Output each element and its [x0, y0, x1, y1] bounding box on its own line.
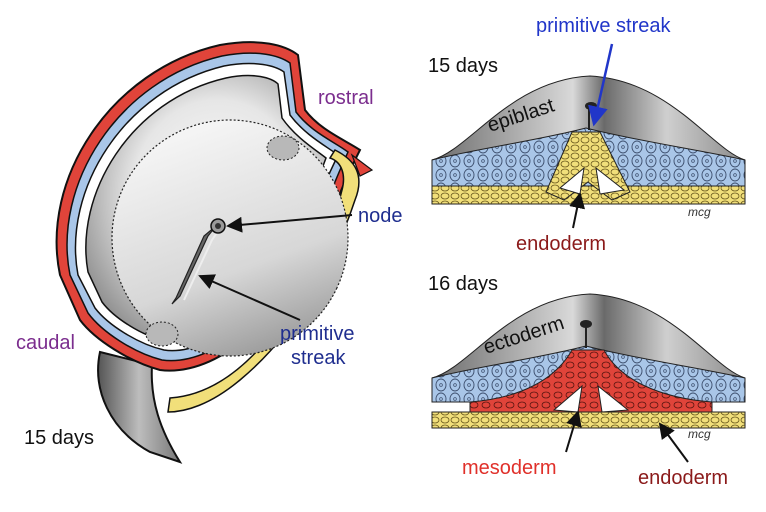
hypoblast-layer: [431, 185, 746, 205]
primitive-streak-groove: [171, 225, 217, 305]
amnion-dome-16: [431, 293, 746, 379]
bottom-right-section-16-days: [431, 293, 746, 429]
primitive-streak-arrow: [198, 274, 301, 321]
mesoderm-label: mesoderm: [462, 457, 556, 479]
mesoderm-layer: [469, 349, 713, 413]
embryonic-disc: [111, 119, 349, 357]
rostral-label: rostral: [318, 87, 374, 109]
primitive-streak-label-line1: primitive: [280, 323, 354, 345]
primitive-streak-label-line2: streak: [291, 347, 346, 369]
top-age-label: 15 days: [428, 55, 498, 77]
mesoderm-arrow: [565, 410, 582, 453]
endoderm-layer: [431, 411, 746, 429]
endoderm-arrow-bottom: [658, 422, 689, 463]
node-label: node: [358, 205, 403, 227]
top-right-section-15-days: [431, 75, 746, 205]
signature-bottom: mcg: [688, 427, 711, 441]
node-arrow: [226, 214, 353, 233]
signature-top: mcg: [688, 205, 711, 219]
endoderm-label-top: endoderm: [516, 233, 606, 255]
caudal-label: caudal: [16, 332, 75, 354]
left-age-label: 15 days: [24, 427, 94, 449]
oropharyngeal-membrane: [266, 135, 300, 161]
left-embryo-illustration: [55, 41, 374, 464]
bottom-age-label: 16 days: [428, 273, 498, 295]
connecting-stalk: [97, 350, 183, 464]
endoderm-label-bottom: endoderm: [638, 467, 728, 489]
primitive-streak-arrow-top: [588, 43, 614, 127]
cloacal-membrane: [145, 321, 179, 347]
primitive-streak-label-top: primitive streak: [536, 15, 671, 37]
endoderm-arrow-top: [569, 192, 586, 229]
